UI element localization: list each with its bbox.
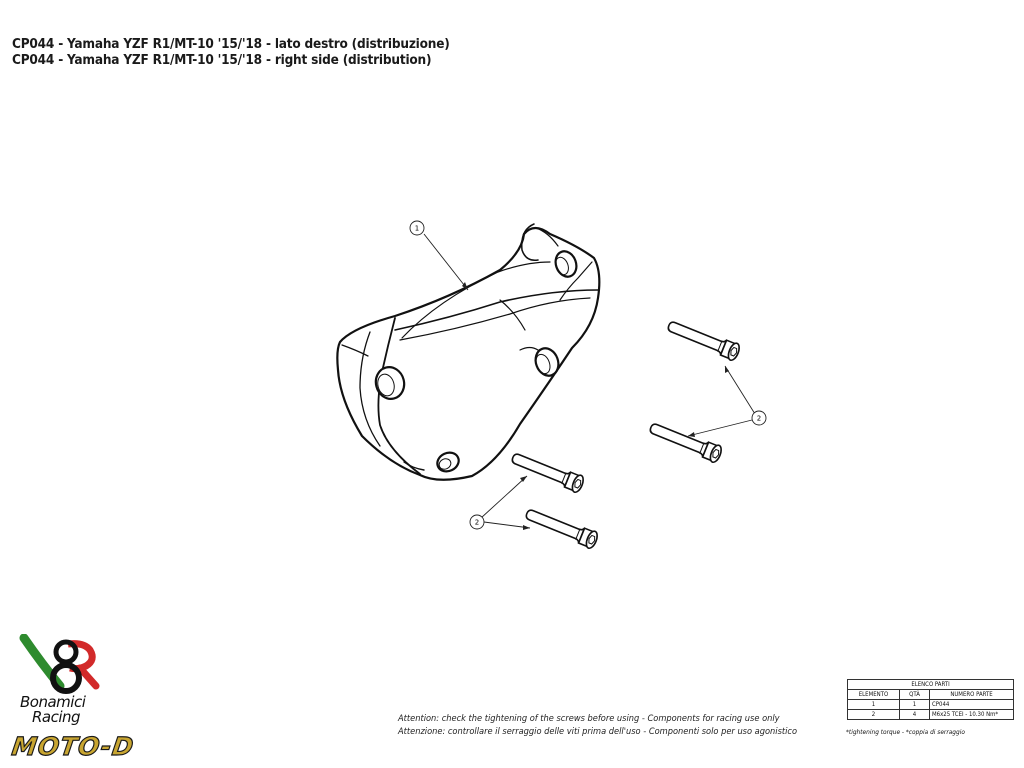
svg-text:1: 1	[415, 225, 419, 233]
parts-list-title: ELENCO PARTI	[847, 679, 1014, 690]
cell-item: 2	[847, 709, 900, 720]
part-cp044-cover	[336, 223, 601, 481]
cell-part: M6x25 TCEI - 10.30 Nm*	[929, 709, 1014, 720]
brand-name-line1: Bonamici	[20, 693, 86, 711]
exploded-view-drawing: 1 2 2	[336, 220, 767, 551]
table-row: 1 1 CP044	[847, 699, 1014, 710]
callout-leaders	[423, 233, 756, 529]
bonamici-logo-mark	[19, 634, 100, 694]
screw-2	[646, 418, 725, 465]
callout-arrowheads	[462, 282, 729, 530]
callout-2-left: 2	[469, 514, 485, 530]
column-header-item: ELEMENTO	[847, 689, 900, 700]
title-italian: CP044 - Yamaha YZF R1/MT-10 '15/'18 - la…	[12, 36, 450, 52]
callout-1: 1	[409, 220, 425, 236]
screw-3	[508, 448, 587, 495]
cell-item: 1	[847, 699, 900, 710]
brand-name-line2: Racing	[32, 708, 81, 726]
cell-qty: 1	[899, 699, 930, 710]
cell-qty: 4	[899, 709, 930, 720]
column-header-qty: QTÀ	[899, 689, 930, 700]
parts-list-table: ELENCO PARTI ELEMENTO QTÀ NUMERO PARTE 1…	[847, 679, 1014, 720]
column-header-part: NUMERO PARTE	[929, 689, 1014, 700]
svg-text:2: 2	[757, 415, 761, 423]
attention-note-english: Attention: check the tightening of the s…	[398, 713, 780, 724]
table-row: 2 4 M6x25 TCEI - 10.30 Nm*	[847, 709, 1014, 720]
title-english: CP044 - Yamaha YZF R1/MT-10 '15/'18 - ri…	[12, 52, 432, 68]
moto-d-logo: MOTO-D	[9, 731, 137, 761]
screw-4	[522, 504, 601, 551]
svg-text:2: 2	[475, 519, 479, 527]
callout-2-right: 2	[751, 410, 767, 426]
screw-1	[664, 316, 743, 363]
torque-footnote: *tightening torque - *coppia di serraggi…	[846, 728, 965, 736]
cell-part: CP044	[929, 699, 1014, 710]
attention-note-italian: Attenzione: controllare il serraggio del…	[398, 726, 798, 737]
